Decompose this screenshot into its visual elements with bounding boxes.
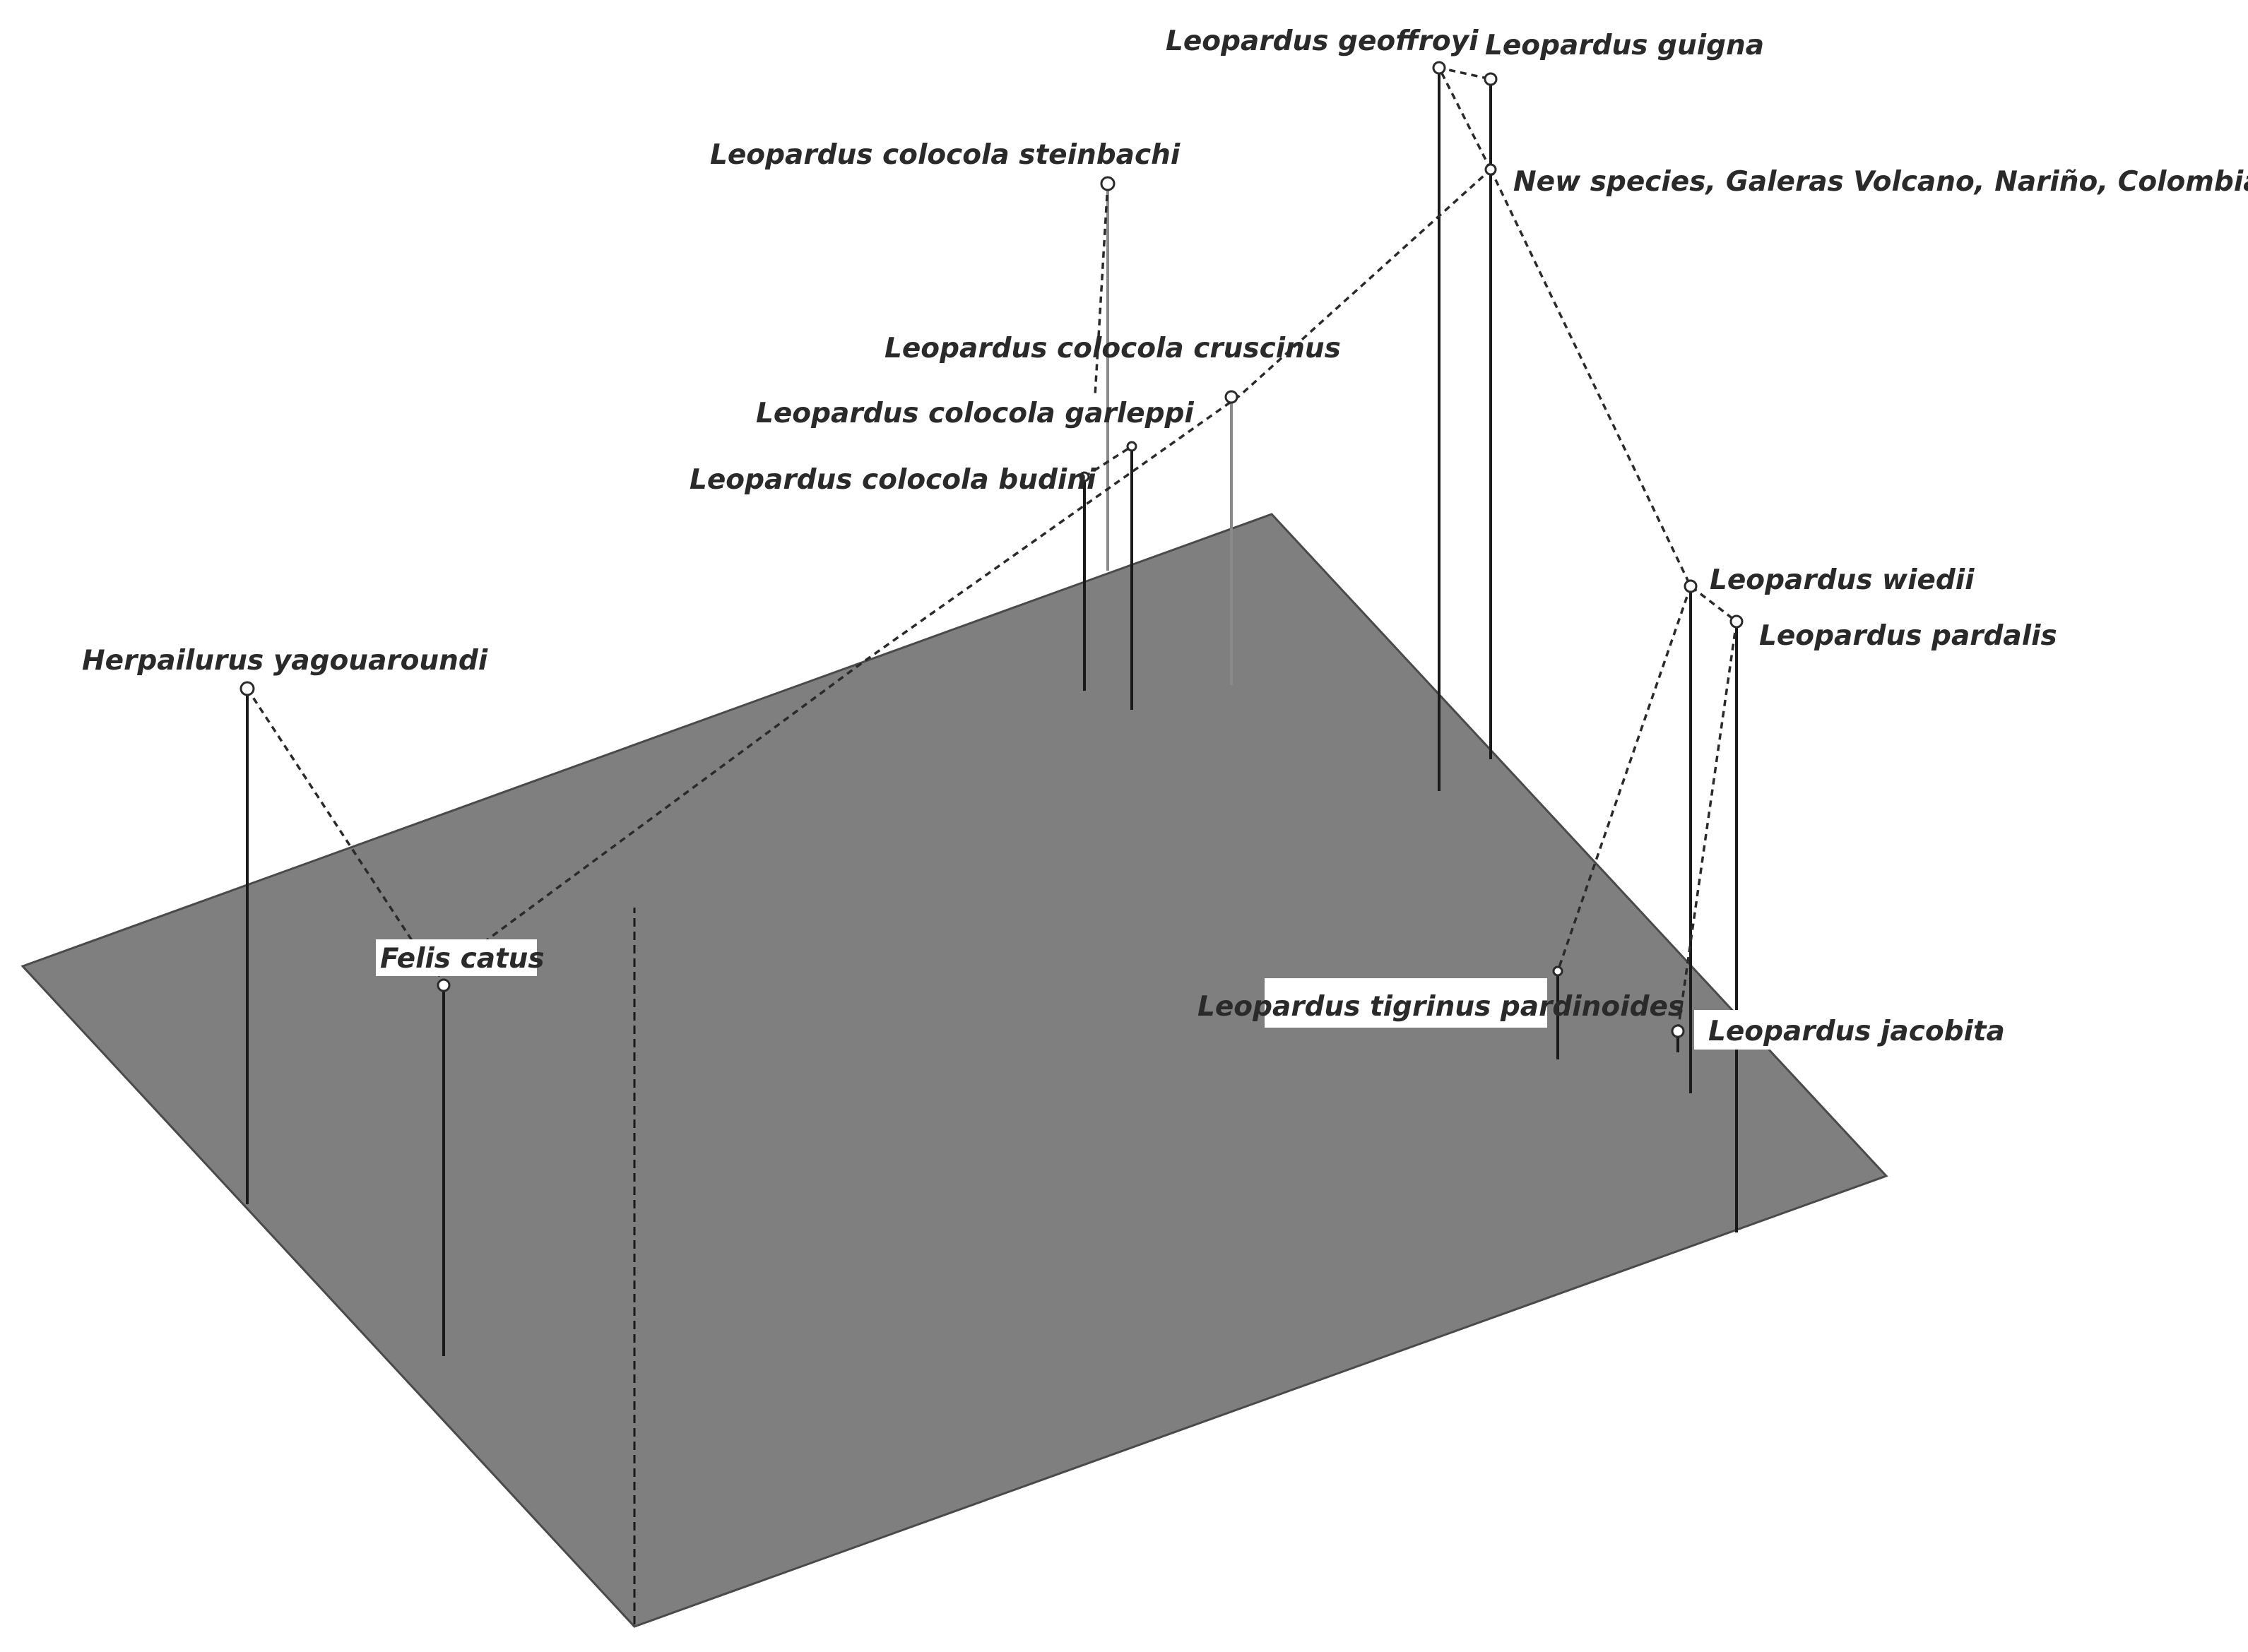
label-bg-tigrinus xyxy=(1265,978,1547,1028)
drop-lines xyxy=(246,68,1738,1356)
phylogeny-branches xyxy=(246,66,1738,1032)
node-felis xyxy=(437,978,451,992)
morphospace-plane xyxy=(20,513,1888,1628)
taxon-nodes xyxy=(239,61,1744,1038)
branch-wiedii-tigrinus xyxy=(1556,586,1692,972)
label-budini: Leopardus colocola budini xyxy=(690,464,1096,496)
node-tigrinus xyxy=(1552,965,1563,977)
taxon-labels: Leopardus geoffroyi Leopardus guigna New… xyxy=(82,25,2248,1047)
branch-budini-garleppi xyxy=(1084,445,1132,478)
branch-new-species-geoffroyi xyxy=(1436,66,1492,170)
label-garleppi: Leopardus colocola garleppi xyxy=(756,398,1194,429)
label-wiedii: Leopardus wiedii xyxy=(1710,564,1975,596)
label-new-species: New species, Galeras Volcano, Nariño, Co… xyxy=(1513,166,2248,198)
node-yagouaroundi xyxy=(239,681,255,696)
node-pardalis xyxy=(1729,614,1744,629)
branch-pardalis-jacobita xyxy=(1676,621,1738,1032)
node-geoffroyi xyxy=(1432,61,1446,75)
label-pardalis: Leopardus pardalis xyxy=(1759,620,2057,652)
label-cruscinus: Leopardus colocola cruscinus xyxy=(885,333,1341,364)
node-budini xyxy=(1079,471,1090,482)
node-jacobita xyxy=(1671,1024,1685,1038)
node-cruscinus xyxy=(1224,390,1238,404)
label-steinbachi: Leopardus colocola steinbachi xyxy=(710,139,1181,171)
label-bg-felis xyxy=(376,939,537,976)
node-guigna xyxy=(1484,72,1498,86)
node-wiedii xyxy=(1684,579,1698,593)
label-geoffroyi: Leopardus geoffroyi xyxy=(1166,25,1479,57)
label-bg-jacobita xyxy=(1694,1010,1984,1050)
node-garleppi xyxy=(1126,441,1137,452)
node-new-species xyxy=(1484,163,1497,176)
label-felis: Felis catus xyxy=(380,943,545,975)
label-yagouaroundi: Herpailurus yagouaroundi xyxy=(82,645,488,677)
branch-new-species-wiedii xyxy=(1489,169,1738,623)
label-tigrinus: Leopardus tigrinus pardinoides xyxy=(1197,991,1684,1023)
label-guigna: Leopardus guigna xyxy=(1485,30,1764,61)
branch-felis-new-species xyxy=(437,168,1492,977)
node-steinbachi xyxy=(1100,176,1116,191)
branch-steinbachi xyxy=(1094,183,1109,396)
label-jacobita: Leopardus jacobita xyxy=(1708,1016,2005,1047)
